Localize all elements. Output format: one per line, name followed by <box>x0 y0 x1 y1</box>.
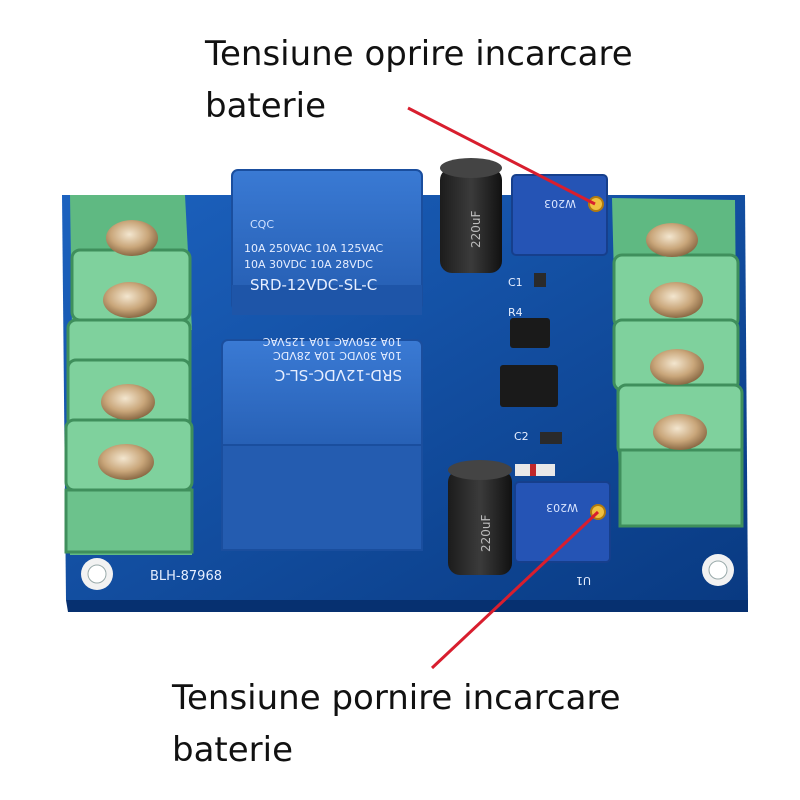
capacitor-top: 220uF <box>440 158 502 273</box>
relay-text-line: 10A 30VDC 10A 28VDC <box>273 349 402 362</box>
screw-icon <box>649 282 703 318</box>
screw-icon <box>650 349 704 385</box>
screw-icon <box>106 220 158 256</box>
screw-icon <box>646 223 698 257</box>
relay-text-line: 10A 250VAC 10A 125VAC <box>244 242 384 255</box>
relay-model: SRD-12VDC-SL-C <box>250 276 377 294</box>
terminal-block-left <box>64 195 194 555</box>
caption-line: Tensiune oprire incarcare <box>205 34 633 74</box>
arrow-bottom <box>430 510 600 670</box>
screw-icon <box>98 444 154 480</box>
trimmer-label: W203 <box>544 197 576 210</box>
caption-start-charge-voltage: Tensiune pornire incarcare baterie <box>172 672 772 776</box>
capacitor-label: 220uF <box>479 514 493 552</box>
relay-top: CQC 10A 250VAC 10A 125VAC 10A 30VDC 10A … <box>231 169 423 315</box>
smd-components: R4 C1 C2 U1 <box>500 273 591 587</box>
label-r4: R4 <box>508 306 523 319</box>
trimmer-label: W203 <box>546 501 578 514</box>
caption-line: baterie <box>172 730 294 770</box>
trimmer-screw-icon <box>588 196 604 212</box>
trimmer-bottom: W203 <box>514 481 611 563</box>
silkscreen-model: BLH-87968 <box>150 569 222 584</box>
trimmer-top: W203 <box>511 174 608 256</box>
relay-model: SRD-12VDC-SL-C <box>275 366 402 384</box>
relay-text-line: 10A 250VAC 10A 125VAC <box>262 335 402 348</box>
capacitor-label: 220uF <box>469 210 483 248</box>
terminal-block-right <box>612 198 744 528</box>
caption-stop-charge-voltage: Tensiune oprire incarcare baterie <box>205 28 765 132</box>
label-c1: C1 <box>508 276 523 289</box>
capacitor-bottom: 220uF <box>448 460 512 575</box>
screw-icon <box>101 384 155 420</box>
screw-icon <box>653 414 707 450</box>
relay-cqc-label: CQC <box>250 218 274 231</box>
label-u1: U1 <box>576 574 591 587</box>
relay-text-line: 10A 30VDC 10A 28VDC <box>244 258 373 271</box>
relay-bottom: SRD-12VDC-SL-C 10A 30VDC 10A 28VDC 10A 2… <box>221 335 423 551</box>
caption-line: Tensiune pornire incarcare <box>172 678 621 718</box>
screw-icon <box>103 282 157 318</box>
arrow-top <box>407 106 596 206</box>
caption-line: baterie <box>205 86 327 126</box>
label-c2: C2 <box>514 430 529 443</box>
